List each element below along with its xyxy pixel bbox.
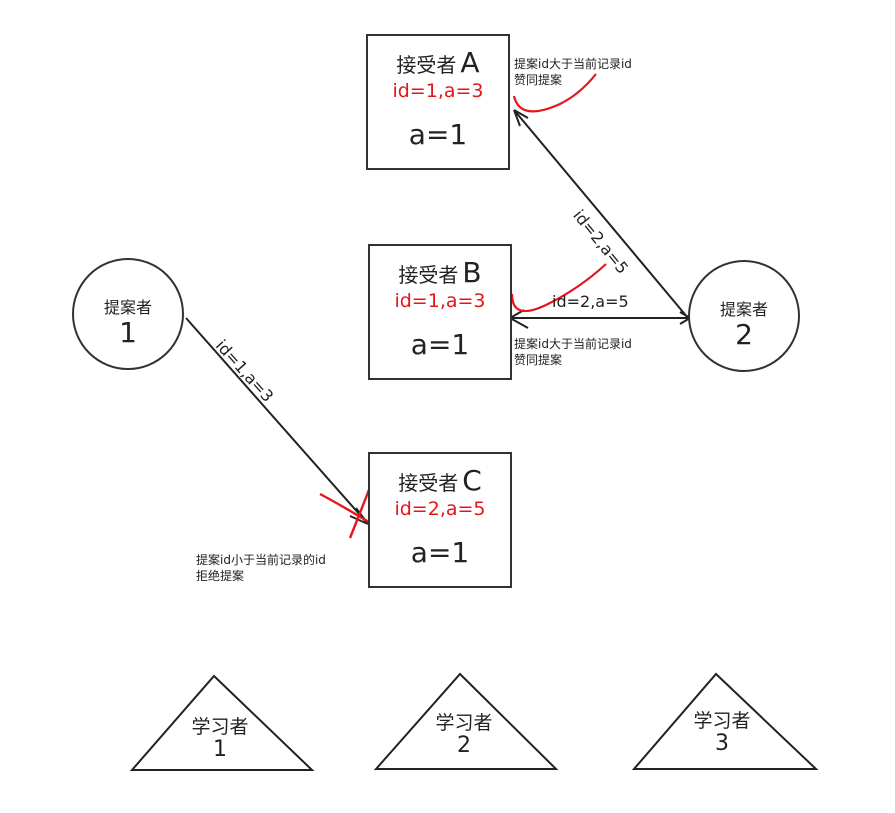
arrowhead-a (513, 109, 529, 127)
acceptor-c-record: id=2,a=5 (394, 498, 486, 520)
learner-2-number: 2 (457, 733, 471, 758)
proposer-2-number: 2 (735, 318, 753, 351)
learner-2-role: 学习者 (435, 712, 493, 734)
acceptor-c-letter: C (462, 464, 482, 497)
note-accept-a-line1: 提案id大于当前记录id (514, 57, 632, 71)
note-reject-c: 提案id小于当前记录的id 拒绝提案 (196, 552, 326, 584)
note-reject-c-line1: 提案id小于当前记录的id (196, 553, 326, 567)
acceptor-b-role: 接受者 (398, 263, 459, 287)
learner-2-shape (373, 672, 559, 770)
message-p2-to-b: id=2,a=5 (552, 292, 629, 311)
learner-1-shape (129, 674, 315, 771)
learner-1-number: 1 (213, 737, 227, 762)
note-accept-b-line2: 赞同提案 (514, 353, 563, 367)
learner-3-number: 3 (715, 731, 729, 756)
proposer-1-number: 1 (119, 316, 137, 349)
proposer-2: 提案者 2 (688, 260, 800, 372)
learner-3-shape (631, 672, 819, 770)
acceptor-c-role: 接受者 (398, 471, 459, 495)
note-accept-a-line2: 赞同提案 (514, 73, 563, 87)
learner-1: 学习者 1 (170, 712, 270, 761)
edge-p2-to-a (513, 109, 689, 319)
proposer-2-role: 提案者 (719, 300, 768, 319)
note-accept-b: 提案id大于当前记录id 赞同提案 (514, 336, 632, 368)
note-accept-b-line1: 提案id大于当前记录id (514, 337, 632, 351)
proposer-1-role: 提案者 (103, 298, 152, 317)
learner-3: 学习者 3 (672, 706, 772, 755)
acceptor-a-role: 接受者 (396, 53, 457, 77)
acceptor-b-record: id=1,a=3 (394, 290, 486, 312)
note-accept-a: 提案id大于当前记录id 赞同提案 (514, 56, 632, 88)
note-reject-c-line2: 拒绝提案 (196, 569, 245, 583)
acceptor-a-record: id=1,a=3 (392, 80, 484, 102)
acceptor-a-value: a=1 (408, 118, 468, 151)
proposer-1: 提案者 1 (72, 258, 184, 370)
learner-1-role: 学习者 (191, 716, 249, 738)
acceptor-b-value: a=1 (410, 328, 470, 361)
acceptor-a-letter: A (460, 46, 480, 79)
acceptor-c-value: a=1 (410, 536, 470, 569)
accept-mark-b (510, 263, 607, 313)
accept-mark-a (512, 73, 597, 113)
learner-2: 学习者 2 (414, 708, 514, 757)
learner-3-role: 学习者 (693, 710, 751, 732)
edge-p1-to-c (185, 317, 369, 525)
acceptor-b-letter: B (462, 256, 482, 289)
